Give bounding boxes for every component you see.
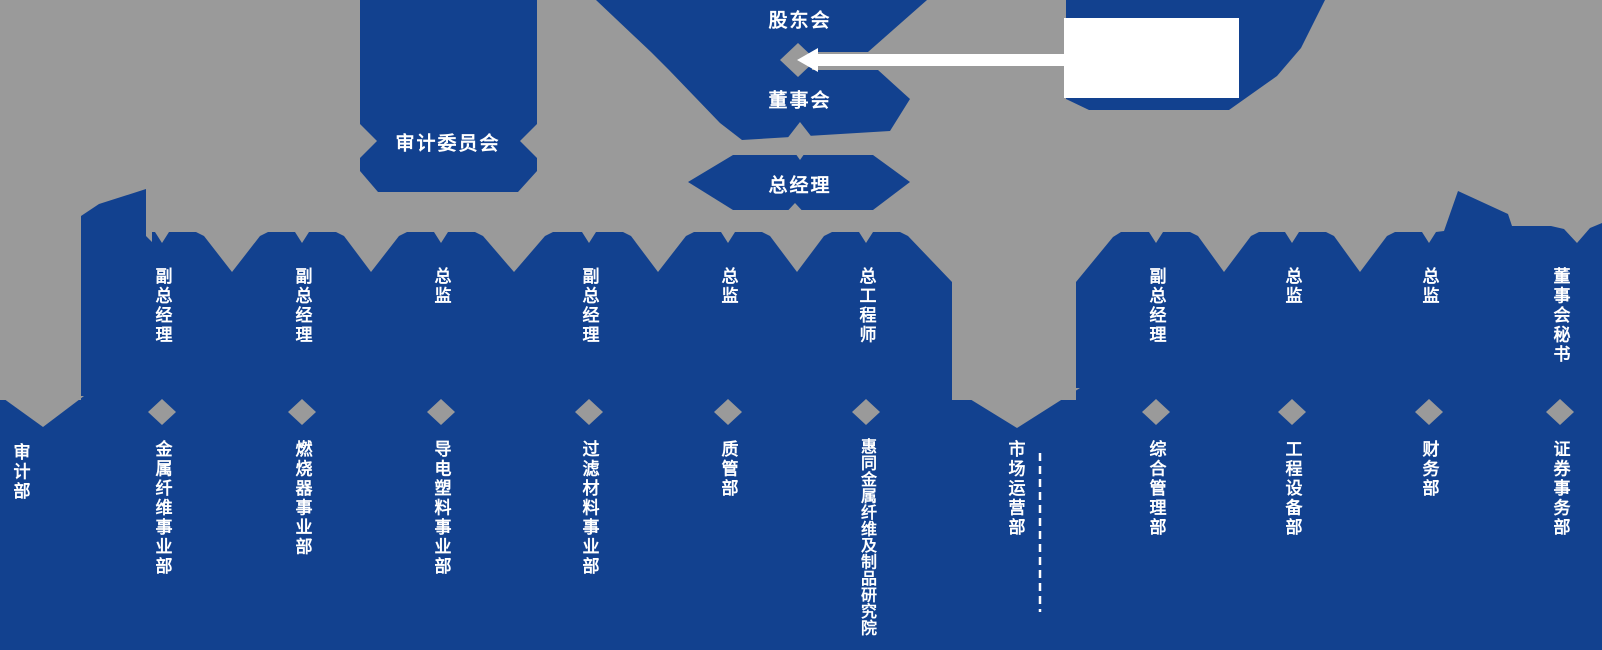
diamond-connector [852, 399, 880, 425]
board-label: 董事会 [768, 90, 832, 112]
department-label: 过滤材料事业部 [579, 440, 599, 577]
middle-band-right [1076, 191, 1602, 418]
position-label: 副总经理 [579, 267, 599, 345]
audit-committee-label: 审计委员会 [395, 133, 501, 155]
blank-callout-box [1064, 18, 1239, 98]
diamond-connector [427, 399, 455, 425]
department-label: 市场运营部 [1005, 440, 1025, 538]
notch-triangle-audit-dept [0, 396, 84, 427]
department-label: 质管部 [718, 440, 738, 499]
left-fold-ribbon [63, 189, 152, 418]
diamond-connector [288, 399, 316, 425]
shareholders-label: 股东会 [768, 10, 832, 32]
diamond-connector [148, 399, 176, 425]
position-label: 总监 [1419, 267, 1439, 306]
department-label: 惠同金属纤维及制品研究院 [858, 438, 875, 636]
notch-triangle-market-dept [952, 388, 1080, 428]
position-label: 副总经理 [292, 267, 312, 345]
diamond-connector [1278, 399, 1306, 425]
diamond-connector-board-gm [786, 122, 814, 160]
diamond-connector [1142, 399, 1170, 425]
department-label: 金属纤维事业部 [152, 440, 172, 577]
position-label: 总监 [718, 267, 738, 306]
middle-band-left [152, 232, 952, 418]
position-label: 总监 [431, 267, 451, 306]
position-label: 总工程师 [856, 267, 876, 345]
department-label: 综合管理部 [1146, 440, 1166, 538]
diamond-connector [1415, 399, 1443, 425]
department-label: 证券事务部 [1550, 440, 1570, 538]
department-label: 导电塑料事业部 [431, 440, 451, 577]
connector-ribbon [651, 52, 812, 70]
diamond-connector [575, 399, 603, 425]
position-label: 副总经理 [1146, 267, 1166, 345]
board-banner [669, 70, 910, 140]
gm-banner [688, 155, 910, 210]
department-label: 燃烧器事业部 [292, 440, 312, 557]
diamond-connector [1546, 399, 1574, 425]
shareholders-banner [596, 0, 927, 52]
bottom-band [0, 400, 1602, 650]
callout-arrow [797, 48, 1064, 72]
diamond-connector [714, 399, 742, 425]
audit-committee-banner [360, 0, 537, 192]
diamond-connector-gm-band [781, 203, 809, 233]
department-label: 财务部 [1419, 440, 1439, 499]
position-label: 副总经理 [152, 267, 172, 345]
position-label: 总监 [1282, 267, 1302, 306]
gm-label: 总经理 [768, 175, 832, 197]
department-label: 工程设备部 [1282, 440, 1302, 538]
department-diamond-connectors [148, 399, 1574, 425]
department-label: 审计部 [10, 443, 30, 502]
position-label: 董事会秘书 [1550, 267, 1570, 365]
